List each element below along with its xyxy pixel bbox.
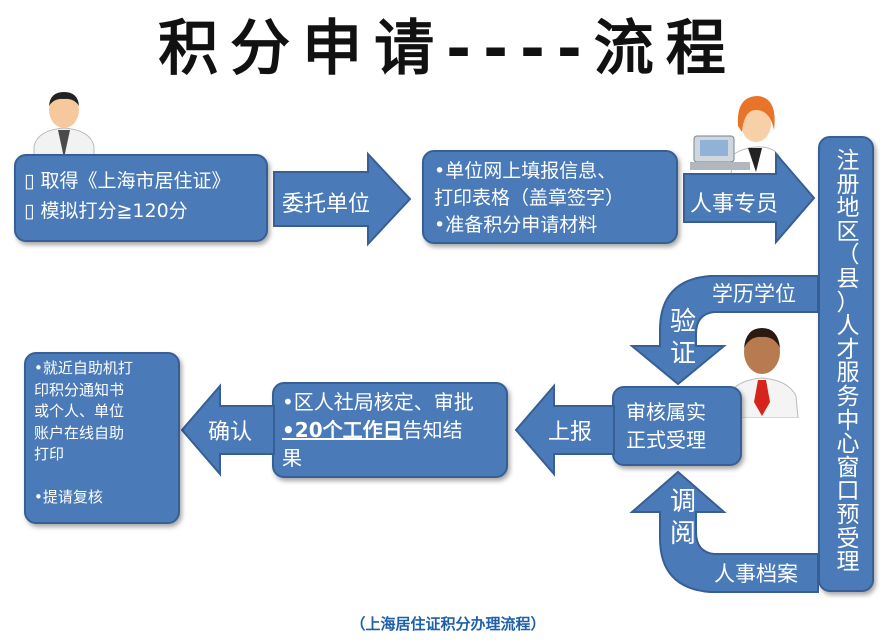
print-line-5: 打印	[34, 445, 65, 463]
arrow-entrust-label: 委托单位	[282, 192, 371, 217]
verify-degree-label: 学历学位	[712, 282, 796, 306]
consult-archive-label: 人事档案	[714, 562, 798, 586]
notify-result-text: 告知结	[402, 418, 463, 442]
employer-submit-line-2: 打印表格（盖章签字）	[434, 187, 625, 209]
step-employer-submit-box: •单位网上填报信息、 打印表格（盖章签字） •准备积分申请材料	[422, 150, 678, 244]
arrow-report-label: 上报	[548, 420, 593, 445]
consult-vertical-text: 调阅	[669, 487, 696, 549]
reviewer-person-icon	[725, 328, 799, 418]
verify-vertical-text: 验证	[669, 307, 696, 369]
arrow-consult-archive-shape	[629, 470, 819, 593]
self-service-print-box: •就近自助机打 印积分通知书 或个人、单位 账户在线自助 打印 •提请复核	[24, 352, 180, 524]
figure-caption: （上海居住证积分办理流程）	[350, 615, 546, 633]
approval-line-2: •20个工作日告知结	[282, 416, 498, 444]
obtain-permit-line: ▯ 取得《上海市居住证》	[24, 170, 231, 192]
step-obtain-residence-permit-box: ▯ 取得《上海市居住证》 ▯ 模拟打分≧120分	[14, 154, 268, 242]
twenty-workdays-text: •20个工作日	[282, 418, 403, 442]
print-line-1: •就近自助机打	[34, 359, 133, 377]
mock-score-line: ▯ 模拟打分≧120分	[24, 200, 188, 222]
print-line-3: 或个人、单位	[34, 402, 125, 420]
hr-specialist-icon	[690, 96, 787, 180]
print-line-review: •提请复核	[34, 488, 103, 506]
review-line-2: 正式受理	[626, 428, 706, 452]
review-line-1: 审核属实	[626, 400, 706, 424]
district-window-vertical-text: 注册地区（县）人才服务中心窗口预受理	[836, 148, 860, 576]
district-window-preacceptance-box: 注册地区（县）人才服务中心窗口预受理	[818, 136, 874, 592]
applicant-person-icon	[33, 92, 95, 158]
arrow-entrust-shape	[273, 151, 412, 247]
arrow-hr-shape	[683, 151, 816, 245]
print-line-2: 印积分通知书	[34, 380, 125, 399]
district-approval-box: •区人社局核定、审批 •20个工作日告知结 果	[272, 382, 508, 478]
approval-line-1: •区人社局核定、审批	[282, 390, 474, 414]
arrow-confirm-label: 确认	[208, 420, 253, 445]
arrow-report-shape	[514, 383, 615, 477]
print-line-4: 账户在线自助	[34, 423, 125, 442]
arrow-confirm-shape	[180, 383, 275, 477]
approval-line-3: 果	[282, 446, 302, 470]
arrow-verify-degree-shape	[629, 275, 819, 386]
employer-submit-line-1: •单位网上填报信息、	[434, 160, 617, 182]
page-title: 积分申请----流程	[158, 14, 738, 84]
print-line-blank	[34, 466, 170, 488]
employer-submit-line-3: •准备积分申请材料	[434, 214, 598, 236]
arrow-hr-label: 人事专员	[690, 192, 779, 217]
review-accept-box: 审核属实 正式受理	[612, 386, 742, 466]
